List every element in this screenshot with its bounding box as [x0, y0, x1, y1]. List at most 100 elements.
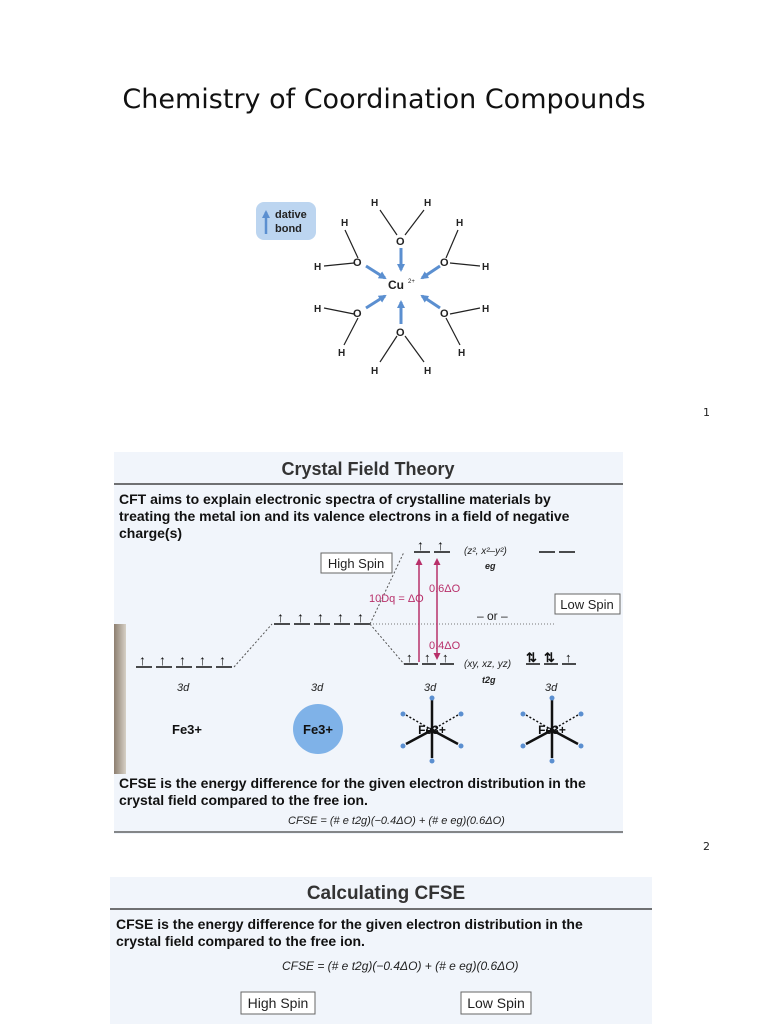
or-label: – or – [477, 609, 508, 623]
dative-arrow-lower-right [420, 294, 441, 310]
photo-edge [114, 624, 126, 774]
connector-free-to-sphere [233, 623, 273, 668]
cft-footer-line-1: CFSE is the energy difference for the gi… [119, 775, 586, 791]
fe-octahedral-low-label: Fe3+ [538, 723, 566, 737]
copper-charge: 2+ [408, 279, 415, 285]
orbital-label-sphere: 3d [311, 682, 324, 694]
low-spin-box [554, 593, 621, 615]
svg-text:⇅: ⇅ [526, 650, 537, 665]
fe-sphere-label: Fe3+ [303, 722, 333, 737]
delta-label: 10Dq = ΔO [369, 593, 424, 605]
octahedron-high-spin-icon [405, 700, 459, 758]
fe-free-ion: Fe3+ [172, 722, 202, 737]
page-number-2: 2 [703, 840, 710, 853]
oxygen-top: O [396, 236, 405, 248]
svg-text:↑: ↑ [442, 650, 449, 665]
dative-bond-legend [256, 202, 316, 240]
legend-text-dative: dative [275, 209, 307, 221]
eg-electrons: ↑↑ [417, 537, 444, 553]
svg-text:↑: ↑ [337, 609, 344, 625]
svg-text:↑: ↑ [139, 652, 146, 668]
cfse-body-line-2: crystal field compared to the free ion. [116, 933, 365, 949]
cft-intro-line-1: CFT aims to explain electronic spectra o… [119, 491, 551, 507]
orbital-label-high-spin: 3d [424, 682, 437, 694]
cft-formula: CFSE = (# e t2g)(−0.4ΔO) + (# e eg)(0.6Δ… [288, 815, 505, 827]
oxygen-upper-right: O [440, 257, 449, 269]
cfse-formula: CFSE = (# e t2g)(−0.4ΔO) + (# e eg)(0.6Δ… [282, 959, 519, 973]
svg-text:⇅: ⇅ [544, 650, 555, 665]
dative-arrow-lower-left [365, 294, 387, 310]
dative-arrow-upper-right [420, 264, 441, 280]
slide-crystal-field-theory: Crystal Field Theory CFT aims to explain… [114, 452, 623, 834]
document-title: Chemistry of Coordination Compounds [122, 84, 646, 115]
cft-slide-graphic: Crystal Field Theory CFT aims to explain… [114, 459, 623, 833]
cfse-title: Calculating CFSE [307, 883, 465, 904]
hydrogen-8: H [482, 304, 489, 315]
cfse-body-line-1: CFSE is the energy difference for the gi… [116, 916, 583, 932]
water-bonds [323, 209, 481, 363]
eg-label: eg [485, 561, 496, 571]
svg-text:↑: ↑ [565, 650, 572, 665]
high-spin-box [320, 552, 393, 574]
hydrogen-5: H [314, 262, 321, 273]
connector-to-eg [369, 551, 405, 625]
t2g-electrons: ↑ ↑ ↑ ⇅ ⇅ ↑ [406, 650, 572, 665]
free-ion-electrons: ↑ ↑ ↑ ↑ ↑ [139, 652, 226, 668]
down-split-label: 0.4ΔO [429, 640, 461, 652]
oxygen-upper-left: O [353, 257, 362, 269]
up-split-label: 0.6ΔO [429, 583, 461, 595]
t2g-orbitals: (xy, xz, yz) [464, 659, 511, 670]
cfse-high-spin-box [240, 991, 316, 1015]
hydrogen-4: H [456, 218, 463, 229]
orbital-label-free: 3d [177, 682, 190, 694]
cft-footer-line-2: crystal field compared to the free ion. [119, 792, 368, 808]
hydrogen-12: H [424, 366, 431, 377]
svg-text:↑: ↑ [159, 652, 166, 668]
page-number-1: 1 [703, 406, 710, 419]
oxygen-lower-right: O [440, 308, 449, 320]
low-spin-label: Low Spin [560, 597, 613, 612]
connector-to-t2g [369, 623, 405, 665]
fe-octahedral-high-label: Fe3+ [418, 723, 446, 737]
t2g-label: t2g [482, 675, 496, 685]
hydrogen-3: H [341, 218, 348, 229]
octahedron-low-spin-icon [525, 700, 579, 758]
cfse-low-spin-box [460, 991, 532, 1015]
sphere-electrons: ↑ ↑ ↑ ↑ ↑ [277, 609, 364, 625]
svg-text:↑: ↑ [357, 609, 364, 625]
oxygen-bottom: O [396, 327, 405, 339]
hydrogen-7: H [314, 304, 321, 315]
fe-sphere-icon [293, 704, 343, 754]
hydrogen-1: H [371, 198, 378, 209]
svg-text:↑: ↑ [297, 609, 304, 625]
cfse-slide-graphic: Calculating CFSE CFSE is the energy diff… [110, 883, 652, 1015]
high-spin-label: High Spin [328, 556, 384, 571]
hydrogen-9: H [338, 348, 345, 359]
svg-text:↑: ↑ [424, 650, 431, 665]
copper-center: Cu [388, 278, 404, 292]
eg-orbitals: (z², x²–y²) [464, 546, 507, 557]
cft-title: Crystal Field Theory [281, 459, 454, 479]
hydrogen-6: H [482, 262, 489, 273]
hydrogen-2: H [424, 198, 431, 209]
svg-text:↑: ↑ [199, 652, 206, 668]
svg-text:↑: ↑ [219, 652, 226, 668]
svg-text:↑: ↑ [437, 537, 444, 553]
cft-intro-line-3: charge(s) [119, 525, 182, 541]
svg-text:↑: ↑ [406, 650, 413, 665]
cfse-high-spin-label: High Spin [248, 995, 309, 1011]
dative-arrow-upper-left [365, 264, 387, 280]
cfse-low-spin-label: Low Spin [467, 995, 525, 1011]
svg-text:↑: ↑ [277, 609, 284, 625]
cft-intro-line-2: treating the metal ion and its valence e… [119, 508, 570, 524]
svg-text:↑: ↑ [179, 652, 186, 668]
svg-text:↑: ↑ [417, 537, 424, 553]
slide-calculating-cfse: Calculating CFSE CFSE is the energy diff… [110, 877, 652, 1024]
svg-text:↑: ↑ [317, 609, 324, 625]
legend-text-bond: bond [275, 223, 302, 235]
hydrogen-10: H [458, 348, 465, 359]
oxygen-lower-left: O [353, 308, 362, 320]
orbital-label-low-spin: 3d [545, 682, 558, 694]
copper-hexaaqua-figure: dative bond Cu 2+ O O O O O O H H H H [256, 198, 489, 377]
hydrogen-11: H [371, 366, 378, 377]
